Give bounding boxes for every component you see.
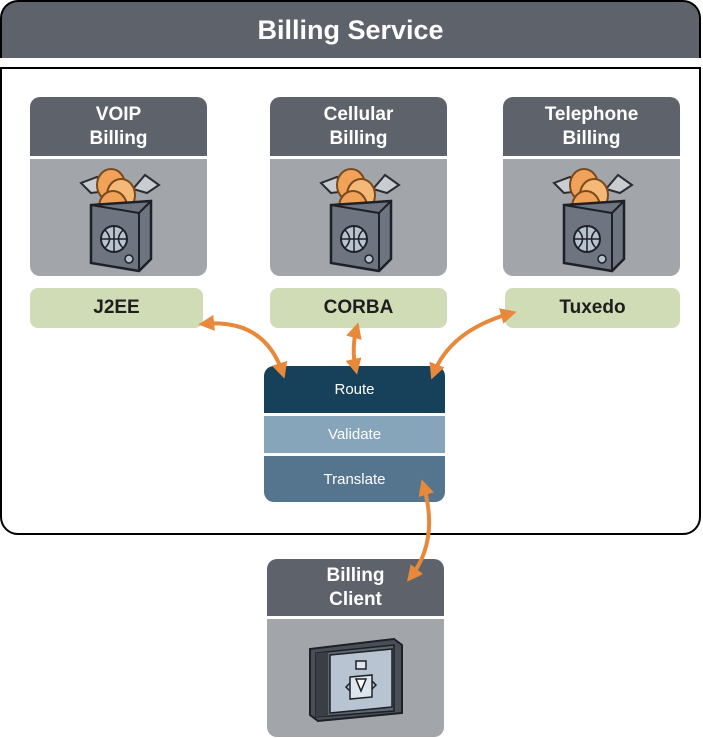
billing-client-card-header: Billing Client	[267, 559, 444, 616]
voip-billing-title-line2: Billing	[89, 127, 148, 149]
cellular-billing-title-line1: Cellular	[323, 103, 394, 125]
voip-tech-pill: J2EE	[30, 288, 203, 328]
voip-tech-label: J2EE	[93, 297, 140, 318]
client-window-icon	[308, 637, 403, 723]
billing-client-title-line1: Billing	[326, 564, 385, 586]
billing-service-title: Billing Service	[257, 14, 444, 45]
billing-client-card-body	[267, 616, 444, 737]
software-package-icon	[551, 167, 634, 272]
voip-billing-title-line1: VOIP	[95, 103, 142, 125]
software-package-icon	[78, 167, 161, 272]
telephone-billing-title-line1: Telephone	[544, 103, 639, 125]
cellular-billing-title-line2: Billing	[329, 127, 388, 149]
validate-layer: Validate	[264, 416, 445, 453]
validate-label: Validate	[327, 426, 382, 443]
billing-service-header: Billing Service	[0, 0, 701, 58]
cellular-billing-card-body	[270, 156, 447, 276]
arrow-translate-client	[407, 479, 434, 582]
telephone-billing-card-header: Telephone Billing	[503, 97, 680, 156]
arrow-tuxedo-route	[429, 308, 517, 380]
translate-label: Translate	[323, 470, 386, 488]
cellular-tech-label: CORBA	[323, 297, 394, 318]
arrow-j2ee-route	[198, 314, 288, 379]
voip-billing-card-body	[30, 156, 207, 276]
software-package-icon	[318, 167, 401, 272]
telephone-billing-card-body	[503, 156, 680, 276]
route-label: Route	[334, 381, 375, 398]
cellular-tech-pill: CORBA	[270, 288, 447, 328]
billing-client-title-line2: Client	[329, 588, 382, 610]
cellular-billing-card-header: Cellular Billing	[270, 97, 447, 156]
voip-billing-card-header: VOIP Billing	[30, 97, 207, 156]
telephone-tech-pill: Tuxedo	[505, 288, 680, 328]
telephone-billing-title-line2: Billing	[562, 127, 621, 149]
telephone-tech-label: Tuxedo	[559, 297, 626, 318]
arrow-corba-route	[345, 322, 362, 375]
